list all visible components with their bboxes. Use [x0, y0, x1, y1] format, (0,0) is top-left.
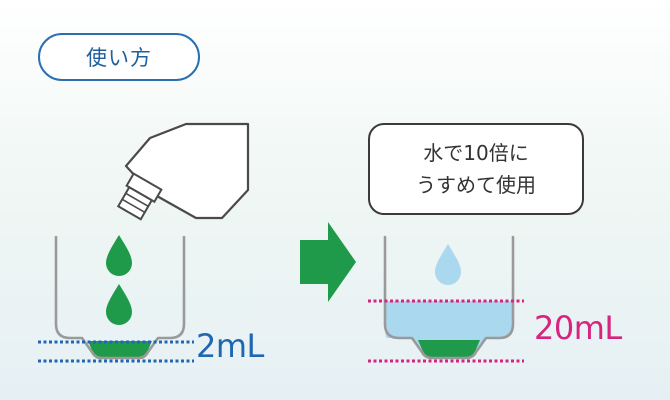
cup-icon: [54, 235, 186, 360]
cup-icon: [383, 235, 515, 360]
section-label: 使い方: [38, 33, 200, 81]
concentrate-drop-icon: [106, 284, 132, 325]
volume-label-left: 2mL: [196, 327, 264, 365]
instruction-line: 水で10倍に: [423, 141, 529, 165]
instruction-bubble: 水で10倍に うすめて使用: [368, 123, 584, 215]
water-drop-icon: [435, 244, 461, 285]
concentrate-drop-icon: [106, 235, 132, 276]
instruction-line: うすめて使用: [416, 173, 536, 197]
volume-label-right: 20mL: [534, 309, 622, 347]
right-arrow-icon: [300, 222, 356, 302]
bottle-icon: [116, 122, 250, 221]
